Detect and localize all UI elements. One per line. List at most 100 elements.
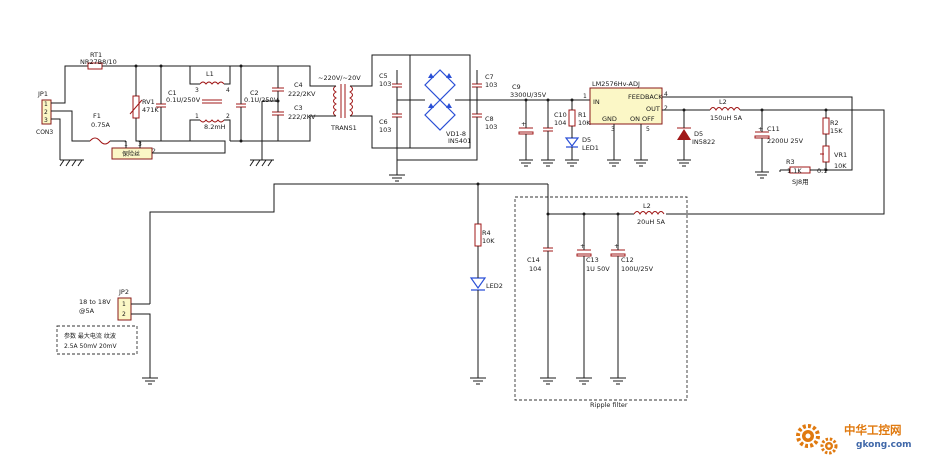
jp2-ref: JP2 [118,288,129,296]
c10-capacitor: C10 104 [543,111,567,132]
f1-val: 0.75A [91,121,110,129]
c4-val: 222/2KV [288,90,316,98]
spec-note-line1: 参数 最大电流 纹波 [64,332,116,340]
u1-pin5: 5 [646,126,650,133]
d5-schottky-diode: D5 IN5822 [677,127,715,146]
c8-capacitor: C8 103 [472,113,497,131]
ground-jp2 [142,377,158,385]
jp1-pin1: 1 [44,101,48,108]
chassis-ground-1 [59,159,84,167]
ground-c13 [576,377,592,385]
f1-fuse: F1 0.75A [89,112,110,145]
l2-filter-inductor: L2 20uH 5A [633,202,665,226]
ground-u1-gnd [607,159,621,167]
c9-electrolytic-capacitor: + C9 3300U/35V [510,83,547,135]
c3-ref: C3 [294,104,303,112]
l1-val: 8.2mH [204,123,226,131]
gear-icon [796,424,838,455]
ground-u1-onoff [634,159,648,167]
c11-plus: + [758,125,763,133]
jp1-type: CON3 [36,129,53,136]
l2a-ref: L2 [719,98,727,106]
l1-common-mode-choke: L1 8.2mH 3 4 1 2 [195,70,230,131]
watermark-cn: 中华工控网 [844,423,902,437]
ground-c10 [541,159,555,167]
r1-resistor: R1 10K [568,109,591,127]
bridge-val: IN5401 [448,137,471,145]
c12-val: 100U/25V [621,265,654,273]
ripple-filter-box: Ripple filter [514,196,688,409]
r1-val: 10K [578,119,591,127]
c5-val: 103 [379,80,391,88]
l1-pin3: 3 [195,87,199,94]
c1-ref: C1 [168,89,177,97]
vr1-val: 10K [834,162,847,170]
c7-ref: C7 [485,73,494,81]
r2-ref: R2 [830,119,839,127]
u1-regulator: LM2576Hv-ADJ IN FEEDBACK OUT GND ON OFF … [583,80,668,133]
u1-pin2: 2 [664,105,668,112]
c13-plus: + [580,242,585,250]
led2-indicator: LED2 [469,277,503,291]
c11-ref: C11 [767,125,780,133]
l1-pin2: 2 [226,113,230,120]
fuse-holder-box: 保险丝 1 3 2 [111,141,156,160]
c13-electrolytic-capacitor: + C13 1U 50V [576,242,610,273]
r4-resistor: R4 10K [474,223,495,247]
c13-ref: C13 [586,256,599,264]
r3-resistor: R3 1.1K 0.1 SJ8用 [786,158,827,186]
c6-ref: C6 [379,118,388,126]
u1-out: OUT [646,105,660,113]
c5-capacitor: C5 103 [379,72,402,88]
ground-c12 [610,377,626,385]
c13-val: 1U 50V [586,265,610,273]
l2a-val: 150uH 5A [710,114,743,122]
c2-ref: C2 [250,89,259,97]
u1-fb: FEEDBACK [628,93,663,101]
l1-pin1: 1 [195,113,199,120]
c10-val: 104 [554,119,566,127]
rt1-val: NR27B8/10 [80,58,117,66]
u1-ref: LM2576Hv-ADJ [592,80,640,88]
c9-ref: C9 [512,83,521,91]
fuse-box-label: 保险丝 [122,150,140,158]
l1-ref: L1 [206,70,214,78]
bridge-ref: VD1-8 [446,130,466,138]
c3-capacitor: C3 222/2KV [272,104,316,121]
ground-c14 [540,377,556,385]
jp2-note2: @5A [79,307,95,315]
c1-capacitor: C1 0.1U/250V [156,89,201,108]
r2-resistor: R2 15K [822,117,843,135]
r1-ref: R1 [578,111,587,119]
r3-sub: SJ8用 [792,178,809,186]
c4-capacitor: C4 222/2KV [272,81,316,98]
r3-ref: R3 [786,158,795,166]
c5-ref: C5 [379,72,388,80]
spec-note-line2: 2.5A 50mV 20mV [64,343,118,350]
watermark-url: gkong.com [856,440,912,450]
tr-val: ~220V/~20V [318,74,361,82]
c7-val: 103 [485,81,497,89]
jp1-ref: JP1 [37,90,48,98]
ground-d5 [677,159,691,167]
ground-c11 [755,171,769,179]
c6-val: 103 [379,126,391,134]
c9-plus: + [521,120,526,128]
spec-note-box: 参数 最大电流 纹波 2.5A 50mV 20mV [56,325,138,355]
c2-val: 0.1U/250V [244,96,279,104]
u1-pin3: 3 [611,126,615,133]
c6-capacitor: C6 103 [379,113,402,134]
c14-ref: C14 [527,256,540,264]
f1-ref: F1 [93,112,101,120]
r4-val: 10K [482,237,495,245]
c12-electrolytic-capacitor: + C12 100U/25V [610,242,654,273]
rt1-ref: RT1 [90,51,102,59]
rv1-varistor: RV1 471K [129,95,159,119]
c7-capacitor: C7 103 [472,73,497,89]
u1-pin1: 1 [583,93,587,100]
c9-val: 3300U/35V [510,91,547,99]
u1-pin4: 4 [664,91,668,98]
jp1-pin3: 3 [44,117,48,124]
l2b-val: 20uH 5A [637,218,665,226]
